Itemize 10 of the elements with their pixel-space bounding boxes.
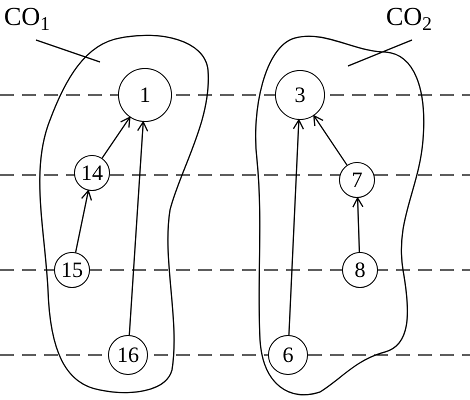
- region-label: CO$_{1}$: [4, 4, 50, 30]
- leader-line: [36, 39, 100, 63]
- arrow: [352, 197, 364, 252]
- arrow: [102, 116, 130, 158]
- arrow: [75, 190, 92, 252]
- arrow: [313, 115, 348, 166]
- region-label: CO$_{2}$: [386, 4, 432, 30]
- leader-line: [348, 39, 412, 67]
- arrow: [128, 121, 148, 336]
- arrow: [288, 119, 304, 336]
